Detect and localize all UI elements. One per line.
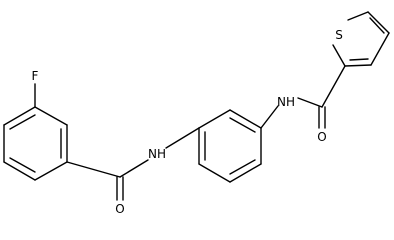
thiophene-ring [332,11,390,67]
bond [260,105,279,129]
bond [9,157,36,173]
fluorophenyl-ring [3,83,68,181]
bond [119,159,149,178]
bond [370,32,390,66]
bond [3,106,36,126]
bond [349,58,369,61]
bond [198,109,231,129]
left-amide-linker [66,127,200,201]
atom-label-amide-nh-right: NH [277,95,295,109]
atom-label-thiophene-s: S [335,28,343,42]
bond [229,163,262,183]
atom-labels: F NH O NH O S [32,28,343,216]
central-phenylene-ring [198,109,262,183]
bond [297,97,323,108]
bond [198,163,231,183]
bond [9,114,36,130]
bond [332,44,346,67]
bond [229,109,262,129]
atom-label-fluorine: F [32,69,39,83]
bond [66,161,121,178]
atom-label-amide-o-right: O [317,130,326,144]
bond [347,11,369,21]
bond [229,117,256,133]
bond [229,159,256,175]
bond [165,127,200,149]
bond [344,64,372,67]
bond [321,65,346,108]
bond [34,106,68,126]
atom-label-amide-nh-left: NH [148,147,166,161]
chemical-structure-diagram: F NH O NH O S [3,11,390,216]
bond [367,11,390,34]
atom-label-amide-o-left: O [115,202,124,216]
right-amide-linker [260,65,346,129]
bond [3,161,36,181]
bond [34,161,68,181]
bond [369,17,385,34]
